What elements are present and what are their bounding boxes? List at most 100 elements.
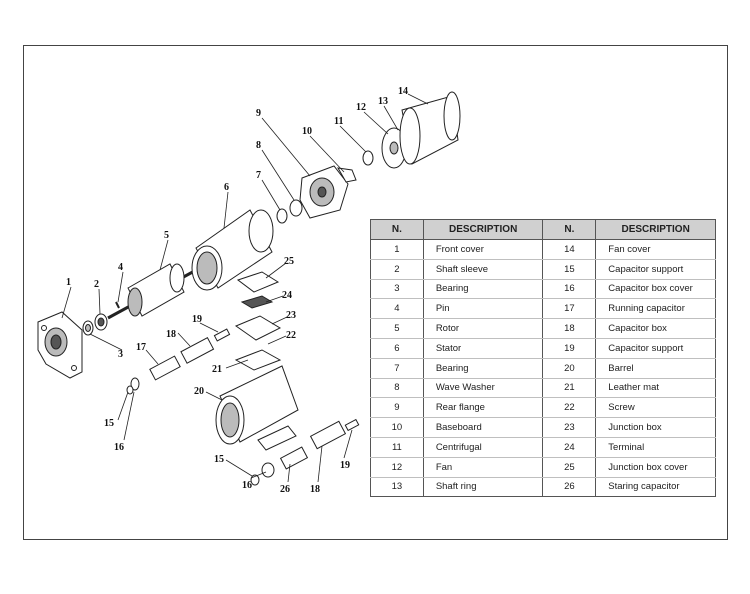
part-description: Junction box cover bbox=[595, 457, 716, 478]
callout-22: 22 bbox=[286, 330, 296, 341]
stator-part bbox=[191, 209, 274, 291]
part-number: 17 bbox=[542, 298, 597, 320]
diagram-frame bbox=[23, 45, 728, 540]
callout-18: 18 bbox=[166, 329, 176, 340]
callout-15: 15 bbox=[104, 418, 114, 429]
callout-15-lower: 15 bbox=[214, 454, 224, 465]
callout-26: 26 bbox=[280, 484, 290, 495]
capacitor-support-part bbox=[213, 328, 231, 342]
part-description: Barrel bbox=[595, 358, 716, 379]
callout-17: 17 bbox=[136, 342, 146, 353]
part-description: Shaft ring bbox=[422, 477, 544, 498]
part-number: 22 bbox=[542, 397, 597, 419]
callout-12: 12 bbox=[356, 102, 366, 113]
part-description: Stator bbox=[422, 338, 544, 359]
callout-5: 5 bbox=[164, 230, 169, 241]
header-number-left: N. bbox=[370, 219, 424, 240]
part-description: Front cover bbox=[422, 239, 544, 260]
capacitor-box-part bbox=[180, 336, 215, 364]
part-description: Capacitor support bbox=[595, 338, 716, 359]
running-capacitor-part bbox=[149, 355, 181, 381]
part-description: Staring capacitor bbox=[595, 477, 716, 498]
part-description: Leather mat bbox=[595, 378, 716, 399]
part-description: Shaft sleeve bbox=[422, 259, 544, 280]
rear-flange-part bbox=[299, 165, 349, 219]
header-description-left: DESCRIPTION bbox=[422, 219, 544, 240]
callout-18-lower: 18 bbox=[310, 484, 320, 495]
capacitor-support-lower-right-part bbox=[344, 418, 360, 432]
callout-13: 13 bbox=[378, 96, 388, 107]
part-number: 3 bbox=[370, 279, 424, 300]
part-number: 1 bbox=[370, 239, 424, 260]
part-number: 10 bbox=[370, 417, 424, 438]
callout-23: 23 bbox=[286, 310, 296, 321]
junction-box-cover-part bbox=[236, 271, 280, 293]
callout-2: 2 bbox=[94, 279, 99, 290]
capacitor-box-cover-part bbox=[130, 377, 140, 391]
callout-10: 10 bbox=[302, 126, 312, 137]
barrel-part bbox=[215, 365, 299, 451]
part-description: Fan bbox=[422, 457, 544, 478]
callout-16: 16 bbox=[114, 442, 124, 453]
front-cover-part bbox=[37, 311, 83, 379]
fan-cover-part bbox=[399, 91, 461, 165]
part-description: Capacitor box bbox=[595, 318, 716, 339]
callout-11: 11 bbox=[334, 116, 343, 127]
part-number: 24 bbox=[542, 437, 597, 458]
callout-1: 1 bbox=[66, 277, 71, 288]
callout-7: 7 bbox=[256, 170, 261, 181]
part-description: Centrifugal bbox=[422, 437, 544, 458]
part-number: 13 bbox=[370, 477, 424, 498]
part-number: 8 bbox=[370, 378, 424, 399]
callout-25: 25 bbox=[284, 256, 294, 267]
capacitor-support-small-part bbox=[126, 385, 134, 395]
pin-part bbox=[115, 301, 120, 309]
part-number: 15 bbox=[542, 259, 597, 280]
part-number: 11 bbox=[370, 437, 424, 458]
part-number: 2 bbox=[370, 259, 424, 280]
callout-3: 3 bbox=[118, 349, 123, 360]
callout-20: 20 bbox=[194, 386, 204, 397]
baseboard-part bbox=[337, 167, 357, 183]
callout-19: 19 bbox=[192, 314, 202, 325]
part-number: 16 bbox=[542, 279, 597, 300]
part-number: 21 bbox=[542, 378, 597, 399]
part-number: 26 bbox=[542, 477, 597, 498]
part-description: Fan cover bbox=[595, 239, 716, 260]
part-description: Bearing bbox=[422, 279, 544, 300]
callout-9: 9 bbox=[256, 108, 261, 119]
leather-mat-part bbox=[234, 349, 282, 371]
starting-capacitor-part bbox=[279, 446, 309, 470]
part-number: 7 bbox=[370, 358, 424, 379]
capacitor-box-lower-part bbox=[309, 420, 347, 450]
part-description: Bearing bbox=[422, 358, 544, 379]
part-number: 5 bbox=[370, 318, 424, 339]
callout-8: 8 bbox=[256, 140, 261, 151]
junction-box-part bbox=[234, 315, 282, 341]
part-description: Capacitor box cover bbox=[595, 279, 716, 300]
callout-16-lower: 16 bbox=[242, 480, 252, 491]
header-number-right: N. bbox=[542, 219, 597, 240]
rotor-part bbox=[107, 263, 201, 320]
part-description: Pin bbox=[422, 298, 544, 320]
part-description: Baseboard bbox=[422, 417, 544, 438]
leader-lines bbox=[61, 93, 429, 483]
part-description: Rear flange bbox=[422, 397, 544, 419]
centrifugal-part bbox=[362, 150, 374, 166]
part-number: 25 bbox=[542, 457, 597, 478]
part-number: 18 bbox=[542, 318, 597, 339]
callout-19-lower: 19 bbox=[340, 460, 350, 471]
